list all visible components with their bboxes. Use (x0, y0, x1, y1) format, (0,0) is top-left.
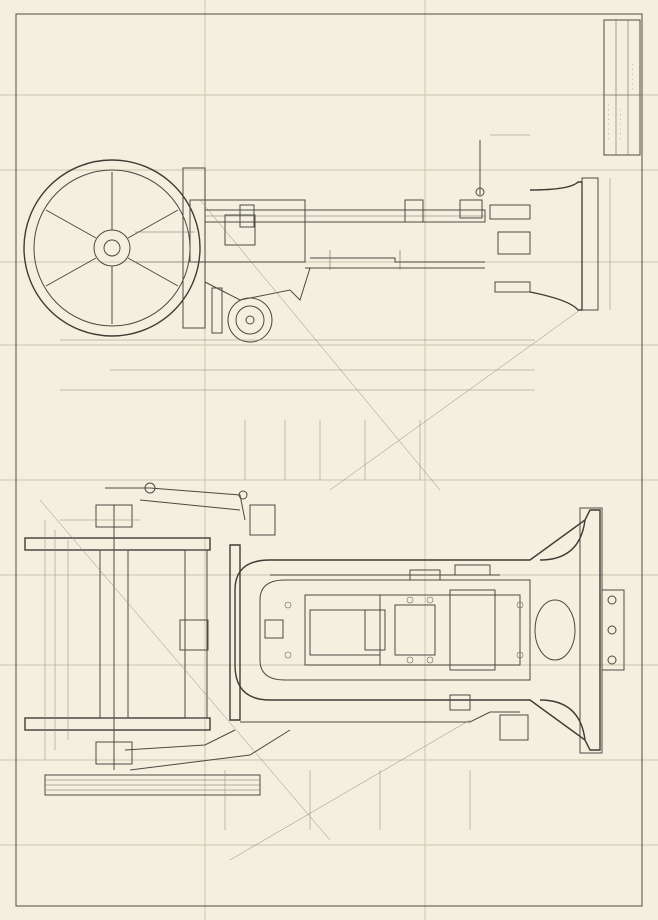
svg-text:- - - - - - - -: - - - - - - - - (606, 104, 611, 140)
svg-text:- - - - - - -: - - - - - - - (618, 109, 623, 140)
engine-bed-elevation (135, 140, 599, 343)
svg-text:- - - - - -: - - - - - - (630, 64, 635, 91)
title-block: - - - - - - - - - - - - - - - - - - - - … (603, 19, 641, 156)
sheet-border (15, 13, 643, 907)
top-dimension-lines (60, 134, 611, 491)
flywheel-plan (24, 504, 261, 796)
flywheel-elevation (23, 159, 201, 337)
governor-linkage (105, 482, 291, 771)
bottom-dimension-lines (39, 499, 471, 861)
engine-frame-plan (229, 507, 625, 754)
bolt-holes (284, 596, 524, 664)
